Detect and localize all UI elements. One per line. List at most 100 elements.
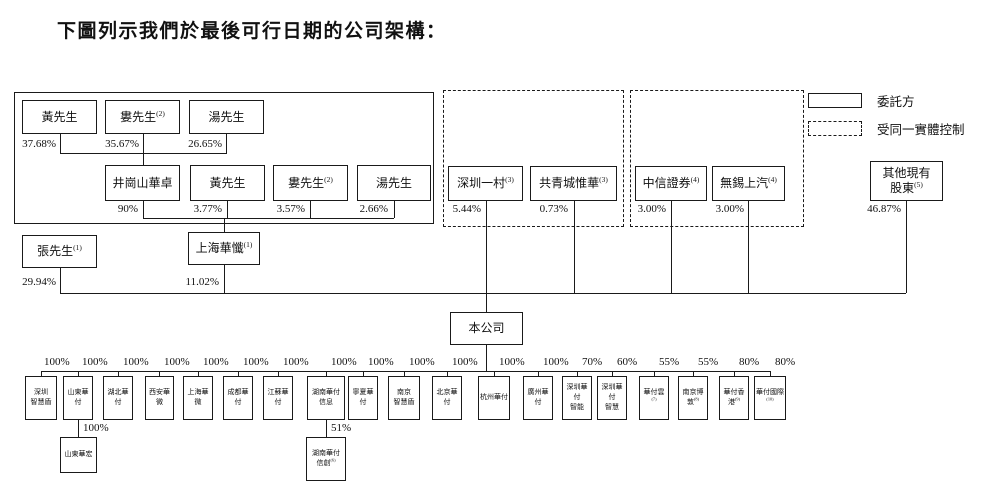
- ownership-percentage: 100%: [499, 356, 525, 368]
- connector-line: [118, 371, 119, 376]
- connector-line: [143, 153, 144, 165]
- footnote-ref: (8): [693, 396, 700, 402]
- node-hunan-huafu-xinxi: 湖南華付 信息: [307, 376, 345, 420]
- node-huafu-guoji: 華付國際(10): [754, 376, 786, 420]
- connector-line: [198, 371, 199, 376]
- ownership-percentage: 100%: [283, 356, 309, 368]
- connector-line: [143, 218, 394, 219]
- ownership-percentage: 3.00%: [715, 203, 744, 215]
- ownership-percentage: 100%: [543, 356, 569, 368]
- node-shenzhen-zhihuidun: 深圳 智慧盾: [25, 376, 57, 420]
- ownership-percentage: 29.94%: [22, 276, 56, 288]
- ownership-percentage: 100%: [409, 356, 435, 368]
- ownership-percentage: 70%: [582, 356, 603, 368]
- node-citic-securities: 中信證券(4): [635, 166, 707, 201]
- ownership-percentage: 2.66%: [359, 203, 388, 215]
- connector-line: [226, 134, 227, 153]
- ownership-percentage: 35.67%: [105, 138, 139, 150]
- ownership-percentage: 55%: [659, 356, 680, 368]
- legend-solid-label: 委託方: [877, 95, 915, 109]
- footnote-ref: (10): [766, 396, 774, 402]
- connector-line: [60, 134, 61, 153]
- node-shandong-huahong: 山東華宏: [60, 437, 97, 473]
- connector-line: [486, 345, 487, 371]
- node-shanghai-huachan: 上海華懺(1): [188, 232, 260, 265]
- page-title: 下圖列示我們於最後可行日期的公司架構：: [57, 21, 447, 42]
- connector-line: [574, 201, 575, 293]
- node-beijing-huafu: 北京華付: [432, 376, 462, 420]
- node-hunan-huafu-xinchuang: 湖南華付 信創(6): [306, 437, 346, 481]
- node-shenzhen-huafu-zhineng: 深圳華付 智能: [562, 376, 592, 420]
- node-wuxi-saic: 無錫上汽(4): [712, 166, 785, 201]
- legend-row-same-entity: 受同一實體控制: [808, 119, 965, 138]
- ownership-percentage: 100%: [452, 356, 478, 368]
- connector-line: [326, 371, 327, 376]
- ownership-percentage: 3.00%: [637, 203, 666, 215]
- ownership-percentage: 100%: [164, 356, 190, 368]
- node-gongqingcheng-weihua: 共青城惟華(3): [530, 166, 617, 201]
- footnote-ref: (3): [599, 175, 608, 184]
- node-shenzhen-huafu-zhihui: 深圳華付 智慧: [597, 376, 627, 420]
- connector-line: [734, 371, 735, 376]
- footnote-ref: (3): [505, 175, 514, 184]
- dashed-ownership-group: [443, 90, 624, 227]
- node-huafu-xianggang: 華付香港(9): [719, 376, 749, 420]
- connector-line: [238, 371, 239, 376]
- connector-line: [143, 201, 144, 218]
- ownership-percentage: 3.57%: [276, 203, 305, 215]
- connector-line: [143, 134, 144, 153]
- footnote-ref: (4): [690, 175, 700, 184]
- ownership-percentage: 37.68%: [22, 138, 56, 150]
- node-hangzhou-huafu: 杭州華付: [478, 376, 510, 420]
- node-mr-tang-top: 湯先生: [189, 100, 264, 134]
- connector-line: [159, 371, 160, 376]
- node-mr-lou-2: 婁先生(2): [273, 165, 348, 201]
- connector-line: [394, 201, 395, 218]
- connector-line: [671, 201, 672, 293]
- ownership-percentage: 100%: [123, 356, 149, 368]
- connector-line: [577, 371, 578, 376]
- ownership-percentage: 26.65%: [188, 138, 222, 150]
- node-shanghai-huawei: 上海華微: [183, 376, 213, 420]
- legend-row-consignor: 委託方: [808, 91, 965, 110]
- connector-line: [906, 201, 907, 293]
- footnote-ref: (5): [914, 180, 923, 189]
- node-shandong-huafu: 山東華付: [63, 376, 93, 420]
- ownership-percentage: 100%: [368, 356, 394, 368]
- node-chengdu-huafu: 成都華付: [223, 376, 253, 420]
- connector-line: [447, 371, 448, 376]
- ownership-percentage: 55%: [698, 356, 719, 368]
- ownership-percentage: 3.77%: [193, 203, 222, 215]
- connector-line: [224, 218, 225, 232]
- connector-line: [693, 371, 694, 376]
- legend: 委託方 受同一實體控制: [808, 91, 965, 147]
- connector-line: [227, 201, 228, 218]
- ownership-percentage: 100%: [243, 356, 269, 368]
- ownership-percentage: 100%: [331, 356, 357, 368]
- legend-dashed-box-icon: [808, 121, 862, 136]
- node-ningxia-huafu: 寧夏華付: [348, 376, 378, 420]
- node-nanjing-bodun: 南京博敦(8): [678, 376, 708, 420]
- connector-line: [363, 371, 364, 376]
- node-mr-tang-2: 湯先生: [357, 165, 431, 201]
- connector-line: [486, 293, 487, 312]
- footnote-ref: (4): [768, 175, 777, 184]
- connector-line: [654, 371, 655, 376]
- node-mr-zhang: 張先生(1): [22, 235, 97, 268]
- dashed-ownership-group: [630, 90, 804, 227]
- footnote-ref: (6): [330, 457, 336, 463]
- node-nanjing-zhihuidun: 南京 智慧盾: [388, 376, 420, 420]
- connector-line: [612, 371, 613, 376]
- connector-line: [60, 268, 61, 293]
- ownership-percentage: 100%: [44, 356, 70, 368]
- node-huafu-yun: 華付雲(7): [639, 376, 669, 420]
- connector-line: [41, 371, 770, 372]
- footnote-ref: (7): [651, 396, 657, 402]
- ownership-percentage: 0.73%: [539, 203, 568, 215]
- node-shenzhen-yicun: 深圳一村(3): [448, 166, 523, 201]
- node-other-existing-shareholders: 其他現有 股東(5): [870, 161, 943, 201]
- connector-line: [326, 420, 327, 437]
- connector-line: [310, 201, 311, 218]
